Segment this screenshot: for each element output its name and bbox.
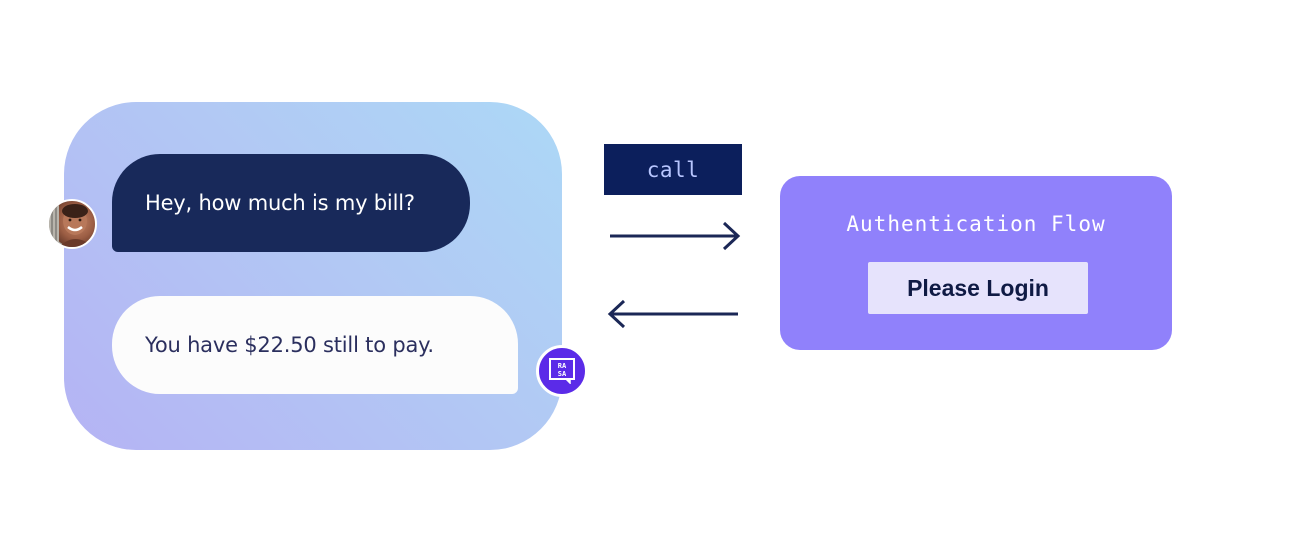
- user-avatar-icon: [49, 201, 93, 247]
- arrow-left-icon: [607, 299, 738, 329]
- svg-text:SA: SA: [558, 370, 567, 378]
- call-label: call: [604, 144, 742, 195]
- svg-text:RA: RA: [558, 362, 567, 370]
- call-label-text: call: [646, 157, 700, 182]
- user-avatar: [47, 199, 97, 249]
- please-login-button[interactable]: Please Login: [868, 262, 1088, 314]
- user-message-bubble: Hey, how much is my bill?: [112, 154, 470, 252]
- user-message-text: Hey, how much is my bill?: [145, 191, 415, 215]
- rasa-logo-icon: RA SA: [536, 345, 588, 397]
- please-login-label: Please Login: [907, 274, 1049, 301]
- bot-message-bubble: You have $22.50 still to pay.: [112, 296, 518, 394]
- bot-message-text: You have $22.50 still to pay.: [145, 333, 434, 357]
- arrow-right-icon: [610, 221, 741, 251]
- flow-title: Authentication Flow: [846, 212, 1106, 236]
